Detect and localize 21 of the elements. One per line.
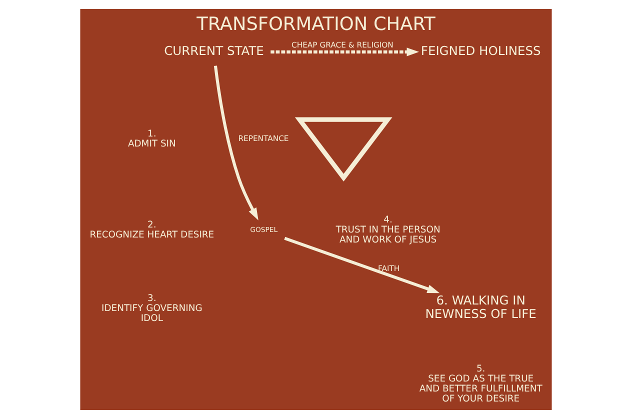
label: ADMIT SIN [128,138,176,149]
arrow [284,236,440,293]
edge-label: REPENTANCE [238,133,289,142]
arrow [214,65,258,220]
node-text: FEIGNED HOLINESS [420,43,541,58]
label: RECOGNIZE HEART DESIRE [90,229,214,240]
diagram-title: TRANSFORMATION CHART [196,13,436,34]
label: 2. [148,219,156,230]
node-label: TRUST IN THE PERSON AND WORK OF JESUS [336,224,440,246]
label: 1. [148,128,156,139]
arrow [270,47,420,56]
node-triangle [294,116,392,181]
edge-label: FAITH [378,264,400,273]
label: 3. [148,292,156,304]
edge-label: CHEAP GRACE & RELIGION [291,40,394,49]
node-label: 4. [384,214,392,226]
label: SEE GOD AS THE TRUE AND BETTER FULFILLMENT OF YOUR DESIRE [419,372,542,404]
node-text: 6. WALKING IN NEWNESS OF LIFE [425,292,536,321]
node-text: CURRENT STATE [164,43,264,58]
label: 5. [476,362,486,374]
label: IDENTIFY GOVERNING IDOL [102,302,202,324]
